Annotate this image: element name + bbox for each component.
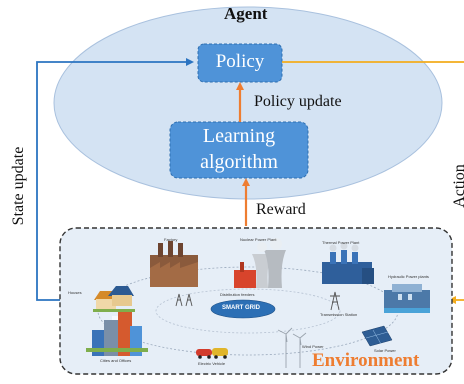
wind-caption: Wind Power [302,344,324,349]
houses-icon [93,286,135,312]
agent-title: Agent [224,4,268,23]
distribution-tower-icon [175,293,193,307]
learning-label-line1: Learning [202,125,276,147]
transmission-tower-icon [330,291,340,311]
state-update-arrow [36,58,194,301]
action-label: Action [451,164,464,208]
cities-caption: Cities and Offices [100,358,132,363]
distribution-caption: Distribution feeders [220,292,255,297]
grid-inner-ring [155,288,341,334]
thermal-plant-icon [322,242,374,284]
factory-caption: Factory [164,237,178,242]
vehicles-caption: Electric Vehicle [198,361,226,366]
transmission-caption: Transmission Station [320,312,358,317]
nuclear-caption: Nuclear Power Plant [240,237,277,242]
solar-caption: Solar Power [374,348,396,353]
environment-title: Environment [312,350,420,371]
solar-panel-icon [361,325,393,347]
city-buildings-icon [86,312,148,356]
agent-ellipse [53,6,443,200]
reward-label: Reward [256,201,306,218]
policy-label: Policy [215,51,265,72]
hydro-caption: Hydraulic Power plants [388,274,429,279]
wind-turbine-icon [277,327,307,368]
state-update-label: State update [10,146,27,226]
smart-grid-label: SMART GRID [222,305,260,311]
learning-label-line2: algorithm [200,151,278,173]
factory-icon [150,241,198,287]
thermal-caption: Thermal Power Plant [322,240,360,245]
electric-vehicle-icon [196,348,228,359]
nuclear-plant-icon [234,238,286,288]
policy-update-label: Policy update [254,93,342,110]
hydro-plant-icon [384,284,430,313]
smart-grid-hub [210,299,276,319]
houses-caption: Houses [68,290,82,295]
